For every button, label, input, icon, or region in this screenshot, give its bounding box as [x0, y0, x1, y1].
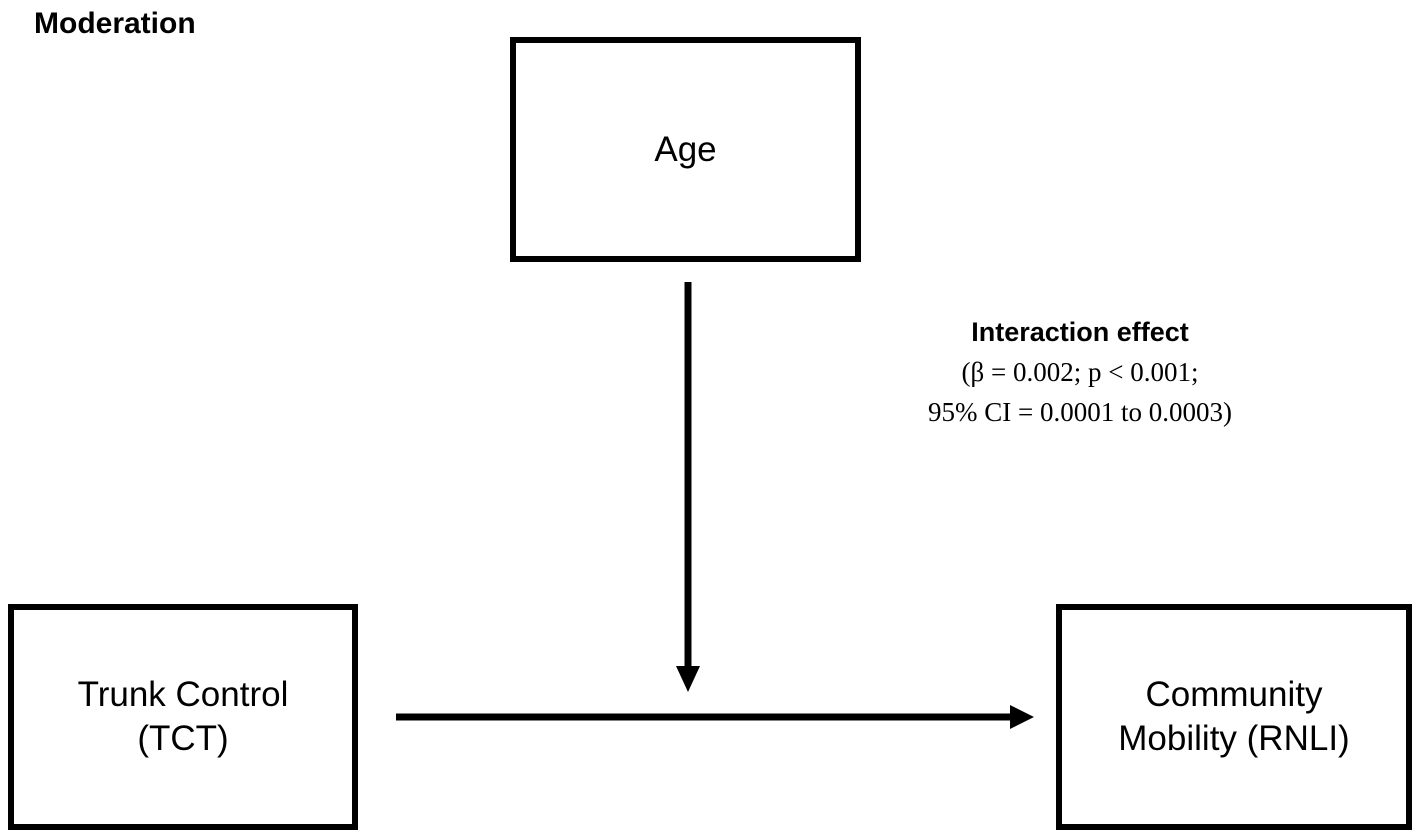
interaction-stats-line1: (β = 0.002; p < 0.001;	[961, 357, 1199, 387]
interaction-effect-annotation: Interaction effect (β = 0.002; p < 0.001…	[820, 312, 1340, 432]
moderator-label: Age	[654, 129, 717, 169]
interaction-stats-line2: 95% CI = 0.0001 to 0.0003)	[928, 397, 1232, 427]
diagram-title: Moderation	[34, 7, 196, 40]
moderation-arrowhead	[676, 666, 700, 692]
moderation-arrow	[676, 282, 700, 692]
moderator-box-age: Age	[510, 37, 861, 262]
outcome-box-community-mobility: Community Mobility (RNLI)	[1056, 604, 1412, 830]
predictor-label-line1: Trunk Control	[77, 675, 289, 714]
outcome-label-line2: Mobility (RNLI)	[1118, 719, 1350, 758]
interaction-effect-label: Interaction effect	[971, 317, 1189, 347]
predictor-box-trunk-control: Trunk Control (TCT)	[8, 604, 358, 830]
outcome-label-line1: Community	[1145, 675, 1323, 714]
main-effect-arrowhead	[1010, 705, 1034, 729]
predictor-label-line2: (TCT)	[137, 719, 229, 758]
main-effect-arrow	[396, 705, 1034, 729]
